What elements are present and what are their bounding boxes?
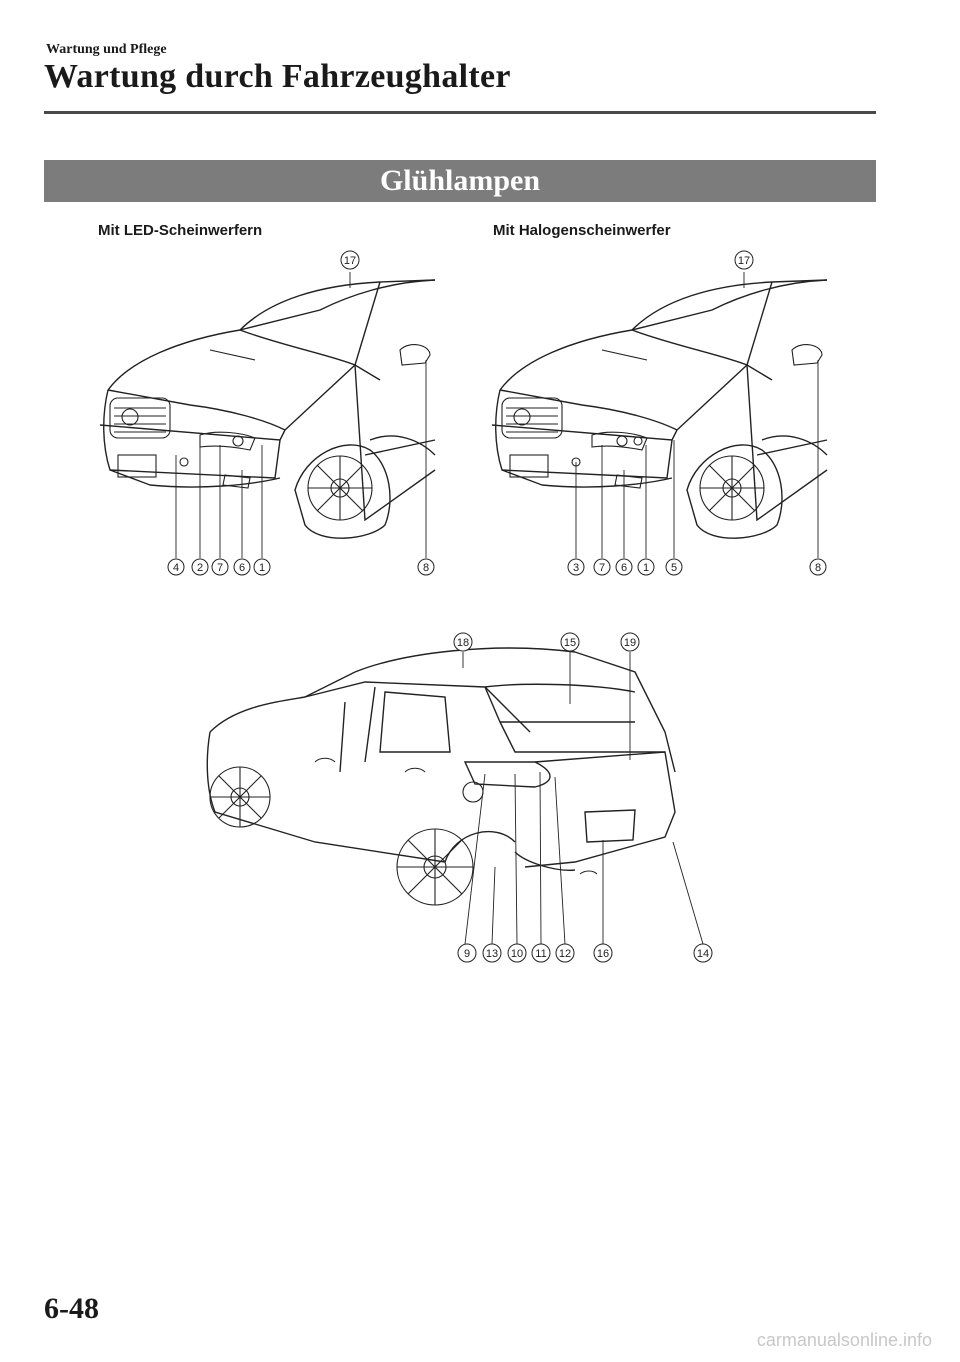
watermark-url: carmanualsonline.info (756, 1330, 932, 1350)
section-title: Wartung und Pflege (46, 42, 167, 57)
callout-marker: 6 (233, 558, 251, 576)
callout-number: 17 (344, 255, 356, 267)
callout-number: 16 (597, 948, 609, 960)
callout-number: 3 (573, 562, 579, 574)
led-figure-label: Mit LED-Scheinwerfern (98, 222, 263, 239)
front-car-led-illustration: 4 2 7 6 1 8 17 (99, 250, 436, 576)
callout-number: 17 (738, 255, 750, 267)
callout-marker: 2 (191, 558, 209, 576)
callout-number: 7 (599, 562, 605, 574)
page-title: Wartung durch Fahrzeughalter (44, 58, 511, 95)
callout-marker: 1 (253, 558, 271, 576)
callout-number: 12 (559, 948, 571, 960)
rear-car-illustration: 18 15 19 9 13 10 11 12 (206, 632, 713, 963)
callout-number: 10 (511, 948, 523, 960)
callout-marker: 8 (417, 558, 435, 576)
callout-marker: 4 (167, 558, 185, 576)
callout-marker: 8 (809, 558, 827, 576)
callout-marker: 7 (593, 558, 611, 576)
callout-marker: 7 (211, 558, 229, 576)
callout-marker: 18 (453, 632, 473, 652)
heading-divider (44, 111, 876, 114)
callout-marker: 3 (567, 558, 585, 576)
callout-number: 6 (239, 562, 245, 574)
callout-marker: 11 (531, 943, 551, 963)
callout-number: 14 (697, 948, 709, 960)
callout-marker: 16 (593, 943, 613, 963)
callout-marker: 1 (637, 558, 655, 576)
callout-marker: 6 (615, 558, 633, 576)
callout-number: 8 (423, 562, 429, 574)
callout-marker: 9 (457, 943, 477, 963)
callout-number: 13 (486, 948, 498, 960)
callout-marker: 10 (507, 943, 527, 963)
callout-number: 1 (643, 562, 649, 574)
callout-number: 6 (621, 562, 627, 574)
callout-marker: 19 (620, 632, 640, 652)
callout-number: 4 (173, 562, 179, 574)
callout-marker: 14 (693, 943, 713, 963)
callout-number: 19 (624, 637, 636, 649)
bulbs-section-banner: Glühlampen (44, 160, 876, 202)
halogen-figure-label: Mit Halogenscheinwerfer (493, 222, 671, 239)
callout-marker: 17 (340, 250, 360, 270)
callout-number: 9 (464, 948, 470, 960)
page-number: 6-48 (44, 1292, 99, 1325)
callout-number: 15 (564, 637, 576, 649)
callout-number: 1 (259, 562, 265, 574)
callout-number: 2 (197, 562, 203, 574)
callout-marker: 17 (734, 250, 754, 270)
callout-number: 11 (535, 948, 546, 960)
callout-number: 7 (217, 562, 223, 574)
callout-number: 8 (815, 562, 821, 574)
callout-marker: 5 (665, 558, 683, 576)
front-car-halogen-illustration: 3 7 6 1 5 8 17 (491, 250, 828, 576)
callout-number: 18 (457, 637, 469, 649)
callout-marker: 12 (555, 943, 575, 963)
callout-number: 5 (671, 562, 677, 574)
callout-marker: 13 (482, 943, 502, 963)
callout-marker: 15 (560, 632, 580, 652)
